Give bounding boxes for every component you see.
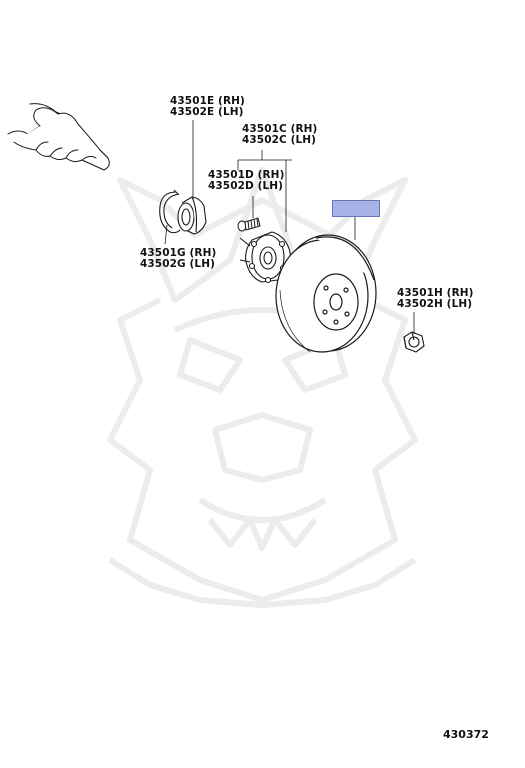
hub-nut-part xyxy=(403,331,425,353)
brake-disc-part xyxy=(275,234,377,353)
disc-highlight-box xyxy=(332,200,380,217)
nut-callout-rh: 43501H (RH) xyxy=(397,287,474,299)
bearing-callout-lh: 43502E (LH) xyxy=(170,106,244,118)
watermark-logo xyxy=(107,167,418,608)
diagram-code: 430372 xyxy=(443,728,489,741)
disc-leader xyxy=(237,150,292,232)
snap-ring-callout[interactable]: 43501G (RH) 43502G (LH) xyxy=(140,248,216,270)
brake-disc-edge-lines xyxy=(279,289,311,353)
bearing-callout-rh: 43501E (RH) xyxy=(170,95,245,107)
disc-callout-lh: 43502C (LH) xyxy=(242,134,317,146)
nut-callout[interactable]: 43501H (RH) 43502H (LH) xyxy=(397,288,474,310)
snap-ring-leader xyxy=(164,224,168,245)
bolt-callout[interactable]: 43501D (RH) 43502D (LH) xyxy=(208,170,284,192)
snap-ring-callout-rh: 43501G (RH) xyxy=(140,247,217,259)
hub-bolt-part xyxy=(237,217,261,232)
bolt-callout-rh: 43501D (RH) xyxy=(208,169,285,181)
disc-callout[interactable]: 43501C (RH) 43502C (LH) xyxy=(242,124,317,146)
bearing-callout[interactable]: 43501E (RH) 43502E (LH) xyxy=(170,96,245,118)
disc-callout-rh: 43501C (RH) xyxy=(242,123,318,135)
nut-callout-lh: 43502H (LH) xyxy=(397,298,473,310)
bolt-callout-lh: 43502D (LH) xyxy=(208,180,284,192)
disc-highlight-fill xyxy=(332,200,380,217)
snap-ring-part xyxy=(159,189,181,234)
bearing-part xyxy=(177,196,207,235)
axle-hub-part xyxy=(239,231,291,284)
snap-ring-callout-lh: 43502G (LH) xyxy=(140,258,215,270)
hand-pointer-icon xyxy=(7,103,110,171)
